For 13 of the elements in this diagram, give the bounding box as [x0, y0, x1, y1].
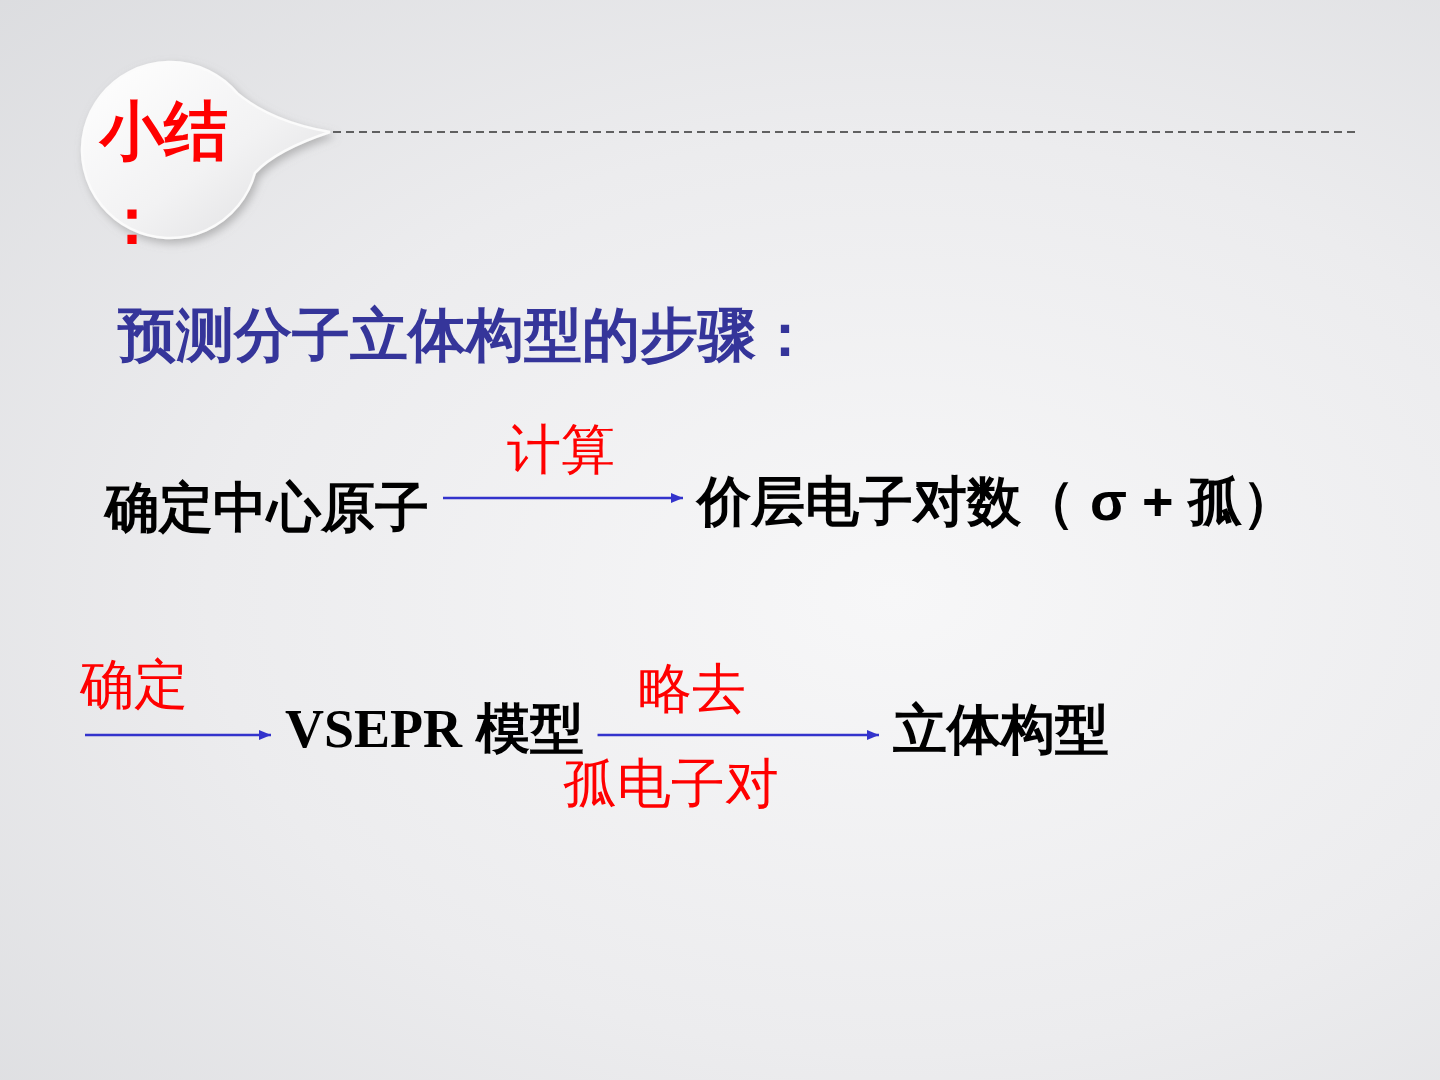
- heading: 预测分子立体构型的步骤：: [118, 306, 814, 364]
- edge-label: 略去: [638, 662, 746, 716]
- step-text: 价层电子对数（ σ + 孤）: [683, 474, 1311, 528]
- step-text: 立体构型: [879, 702, 1123, 756]
- arrow-caption: 孤电子对: [563, 757, 779, 811]
- step-text: VSEPR 模型: [271, 702, 598, 756]
- arrow: [85, 730, 271, 740]
- bubble-heading: 小结：: [100, 94, 229, 259]
- edge-label: 确定: [80, 658, 188, 712]
- edge-label: 计算: [507, 423, 615, 477]
- step-text: 确定中心原子: [91, 480, 443, 534]
- arrow: [443, 493, 683, 503]
- arrow: [597, 730, 879, 740]
